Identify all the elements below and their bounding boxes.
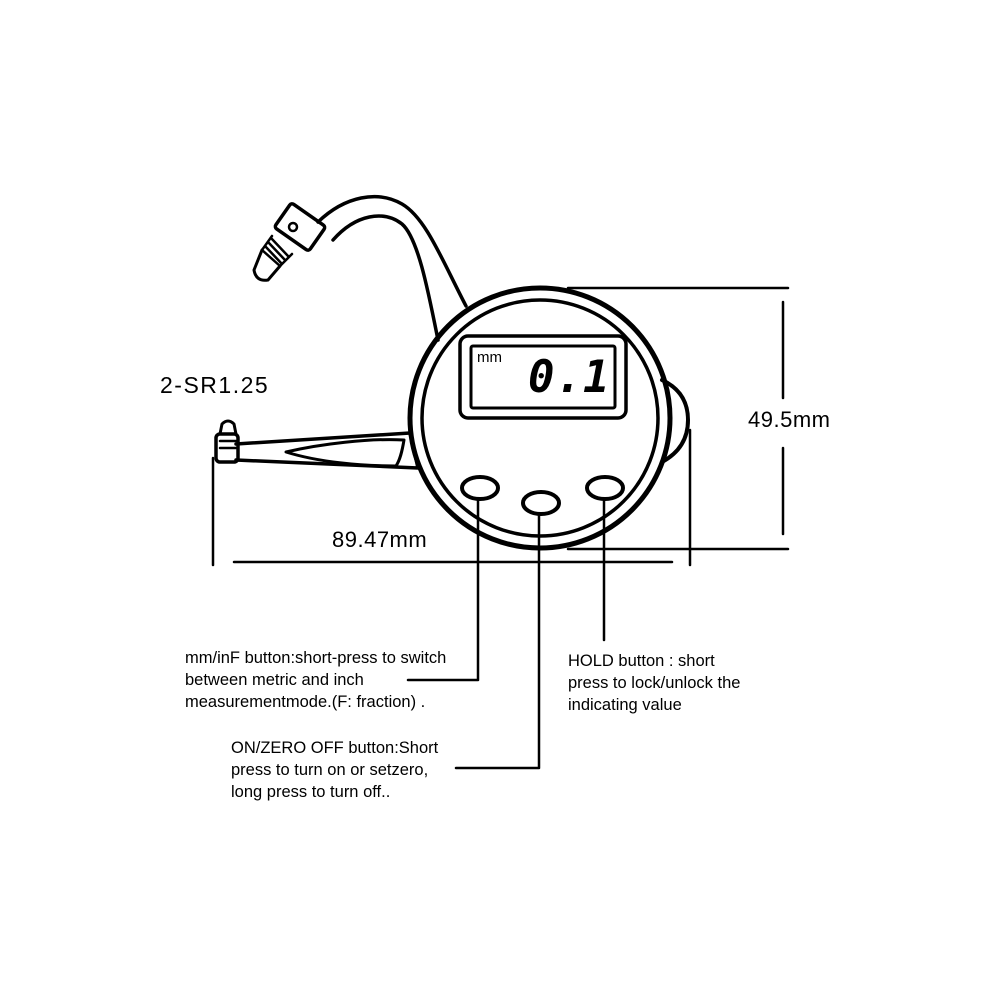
width-dimension-label: 89.47mm xyxy=(332,527,428,552)
upper-probe-screw xyxy=(287,221,299,233)
upper-probe-tip xyxy=(252,248,282,282)
lower-probe-block xyxy=(214,432,240,464)
on-zero-off-button-callout: ON/ZERO OFF button:Short press to turn o… xyxy=(231,739,439,801)
lcd-reading: 0.1 xyxy=(528,352,611,403)
mm-inf-button-callout: mm/inF button:short-press to switch betw… xyxy=(185,649,447,711)
probe-radius-label: 2-SR1.25 xyxy=(160,372,270,398)
height-dimension-label: 49.5mm xyxy=(748,407,831,432)
leader-on-zero-off xyxy=(454,513,541,770)
dial-side-knob xyxy=(660,378,690,464)
upper-arm-outer xyxy=(316,195,468,308)
hold-button-callout: HOLD button : short press to lock/unlock… xyxy=(568,652,741,714)
upper-probe-thread xyxy=(260,234,294,268)
lower-probe-tip xyxy=(218,419,238,436)
upper-probe-block xyxy=(273,202,327,252)
leader-mm-inf xyxy=(406,498,480,682)
lower-probe-ribs xyxy=(218,439,238,450)
mm-inf-button-shape xyxy=(460,475,500,501)
lower-arm-slot xyxy=(284,438,406,468)
lcd-unit-label: mm xyxy=(477,349,502,366)
lcd-bezel xyxy=(458,334,628,420)
on-zero-off-button-shape xyxy=(521,490,561,516)
lcd-screen xyxy=(469,344,617,410)
hold-button-shape xyxy=(585,475,625,501)
upper-arm-inner xyxy=(331,214,440,342)
